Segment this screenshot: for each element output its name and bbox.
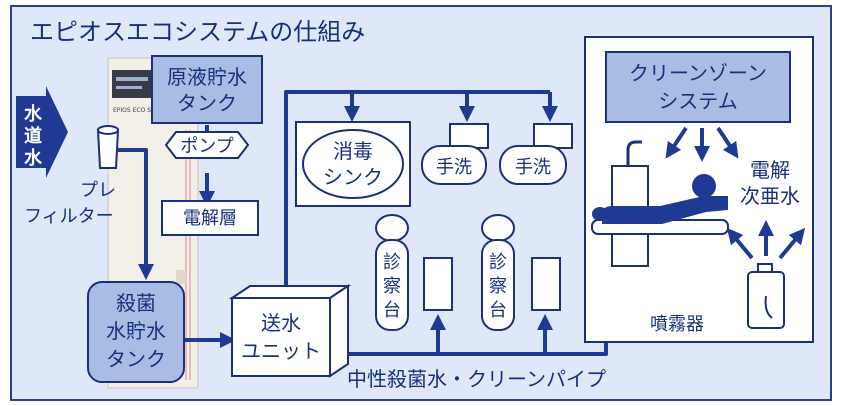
clean-zone-box bbox=[605, 51, 791, 123]
electrolysis-layer-box bbox=[161, 200, 259, 236]
sink-basin bbox=[302, 129, 404, 199]
clean-zone-label-2: システム bbox=[658, 89, 737, 113]
handwash-label-1: 手洗 bbox=[436, 157, 472, 178]
prefilter-icon bbox=[96, 125, 120, 169]
raw-tank-box bbox=[151, 55, 263, 124]
exam-table-1-char-2: 察 bbox=[383, 276, 401, 297]
exam-table-1 bbox=[375, 214, 453, 331]
sterile-tank-label-2: 水貯水 bbox=[106, 319, 166, 343]
exam-table-1-char-3: 台 bbox=[383, 300, 401, 321]
machine-label: EPIOS ECO S bbox=[113, 107, 151, 114]
handwash-station-1 bbox=[421, 123, 489, 185]
feed-unit-label-1: 送水 bbox=[261, 311, 301, 335]
sterile-tank-label-1: 殺菌 bbox=[116, 291, 156, 315]
exam-table-2-char-2: 察 bbox=[489, 276, 507, 297]
water-input-char-3: 水 bbox=[24, 147, 43, 169]
prefilter-label-2: フィルター bbox=[24, 206, 114, 227]
exam-table-2-char-1: 診 bbox=[489, 252, 507, 273]
feed-unit bbox=[228, 284, 352, 378]
water-input-arrow bbox=[16, 86, 68, 178]
page-title: エピオスエコシステムの仕組み bbox=[30, 18, 365, 46]
pump-box bbox=[164, 131, 250, 159]
water-input-char-1: 水 bbox=[24, 103, 43, 125]
patient-bed-icon bbox=[591, 140, 729, 267]
sterile-tank-label-3: タンク bbox=[106, 347, 166, 371]
handwash-label-2: 手洗 bbox=[515, 157, 551, 178]
sprayer-icon bbox=[747, 263, 785, 329]
feed-unit-label-2: ユニット bbox=[241, 339, 321, 363]
exam-table-2 bbox=[481, 214, 561, 331]
water-input-char-2: 道 bbox=[24, 125, 42, 147]
electrolyzed-water-label-2: 次亜水 bbox=[740, 184, 800, 208]
exam-table-1-char-1: 診 bbox=[383, 252, 401, 273]
pump-label: ポンプ bbox=[180, 136, 233, 157]
prefilter-label-1: プレ bbox=[80, 180, 116, 201]
handwash-station-2 bbox=[499, 123, 573, 185]
clean-zone-label-1: クリーンゾーン bbox=[629, 61, 767, 85]
spray-arrows bbox=[726, 220, 806, 260]
sterile-tank-box bbox=[87, 281, 185, 383]
sprayer-label: 噴霧器 bbox=[650, 314, 704, 335]
clean-zone-arrows bbox=[665, 126, 739, 162]
sink-label-2: シンク bbox=[323, 165, 383, 189]
electrolyzed-water-label-1: 電解 bbox=[750, 158, 790, 182]
pipe-label: 中性殺菌水・クリーンパイプ bbox=[347, 367, 606, 391]
electrolysis-layer-label: 電解層 bbox=[183, 208, 237, 229]
sink-label-1: 消毒 bbox=[333, 139, 373, 163]
raw-tank-label-1: 原液貯水 bbox=[167, 65, 247, 89]
raw-tank-label-2: タンク bbox=[177, 91, 237, 115]
exam-table-2-char-3: 台 bbox=[489, 300, 507, 321]
